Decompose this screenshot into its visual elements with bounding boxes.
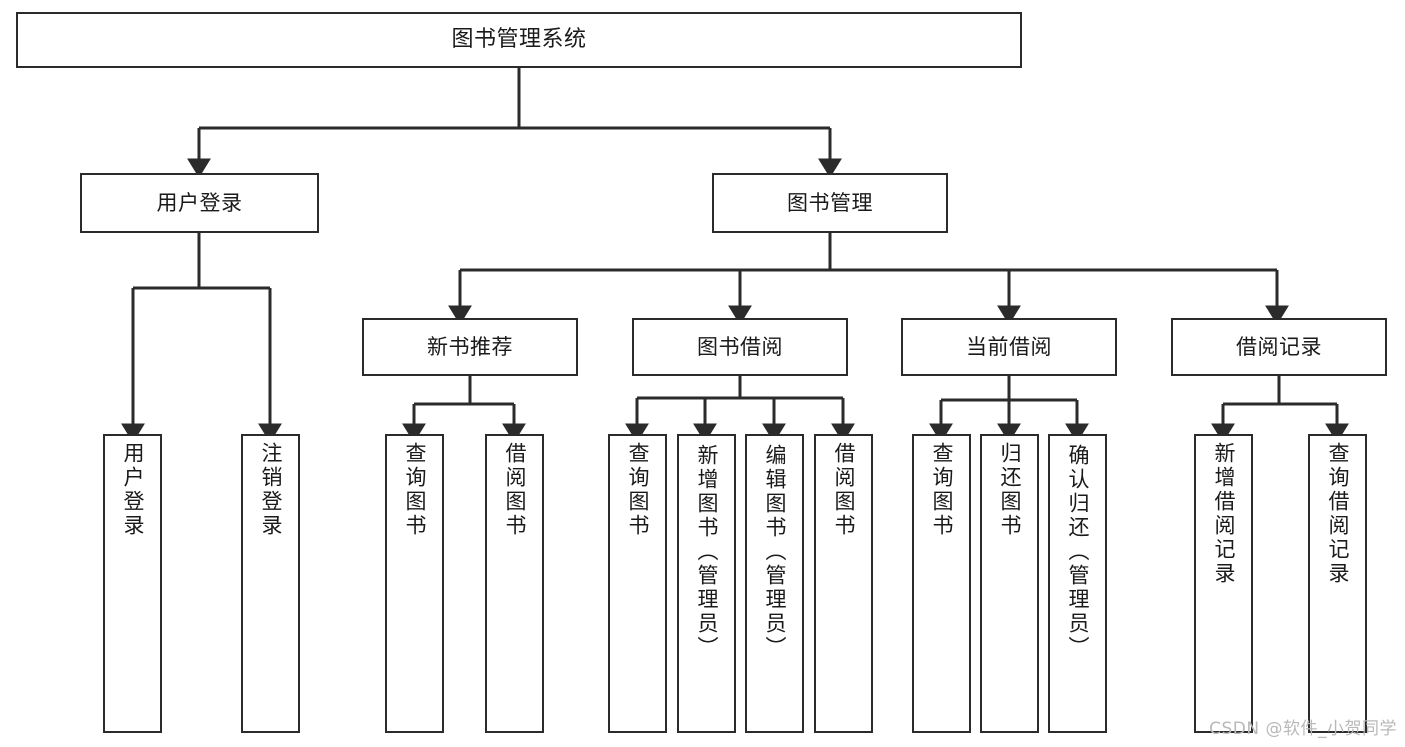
leaf-query-book-2[interactable]: 查询图书 [608,434,667,733]
leaf-add-record[interactable]: 新增借阅记录 [1194,434,1253,733]
node-book-borrow[interactable]: 图书借阅 [632,318,848,376]
leaf-borrow-book-1[interactable]: 借阅图书 [485,434,544,733]
node-root-system[interactable]: 图书管理系统 [16,12,1022,68]
node-book-management[interactable]: 图书管理 [712,173,948,233]
leaf-query-book-1-label: 查询图书 [403,442,427,538]
node-user-login[interactable]: 用户登录 [80,173,319,233]
watermark: CSDN @软件_小贺同学 [1209,719,1397,739]
leaf-query-book-3[interactable]: 查询图书 [912,434,971,733]
leaf-query-record[interactable]: 查询借阅记录 [1308,434,1367,733]
node-root-system-label: 图书管理系统 [451,27,587,53]
node-current-borrow[interactable]: 当前借阅 [901,318,1117,376]
leaf-add-record-label: 新增借阅记录 [1212,442,1236,586]
node-current-borrow-label: 当前借阅 [966,334,1052,359]
leaf-query-record-label: 查询借阅记录 [1326,442,1350,586]
leaf-query-book-3-label: 查询图书 [930,442,954,538]
leaf-borrow-book-1-label: 借阅图书 [503,442,527,538]
leaf-user-login-label: 用户登录 [121,442,145,538]
leaf-borrow-book-2[interactable]: 借阅图书 [814,434,873,733]
leaf-confirm-return[interactable]: 确认归还（管理员） [1048,434,1107,733]
leaf-logout-login[interactable]: 注销登录 [241,434,300,733]
leaf-return-book-label: 归还图书 [998,442,1022,538]
leaf-query-book-1[interactable]: 查询图书 [385,434,444,733]
leaf-user-login[interactable]: 用户登录 [103,434,162,733]
leaf-confirm-return-label: 确认归还（管理员） [1066,444,1090,660]
node-borrow-record[interactable]: 借阅记录 [1171,318,1387,376]
node-book-management-label: 图书管理 [787,190,873,215]
leaf-edit-book[interactable]: 编辑图书（管理员） [745,434,804,733]
leaf-return-book[interactable]: 归还图书 [980,434,1039,733]
leaf-add-book[interactable]: 新增图书（管理员） [677,434,736,733]
leaf-edit-book-label: 编辑图书（管理员） [763,444,787,660]
node-user-login-label: 用户登录 [156,190,243,215]
leaf-add-book-label: 新增图书（管理员） [695,444,719,660]
node-new-book-recommend[interactable]: 新书推荐 [362,318,578,376]
leaf-borrow-book-2-label: 借阅图书 [832,442,856,538]
node-new-book-recommend-label: 新书推荐 [427,334,513,359]
leaf-logout-login-label: 注销登录 [259,442,283,538]
node-borrow-record-label: 借阅记录 [1236,334,1322,359]
node-book-borrow-label: 图书借阅 [697,334,783,359]
leaf-query-book-2-label: 查询图书 [626,442,650,538]
